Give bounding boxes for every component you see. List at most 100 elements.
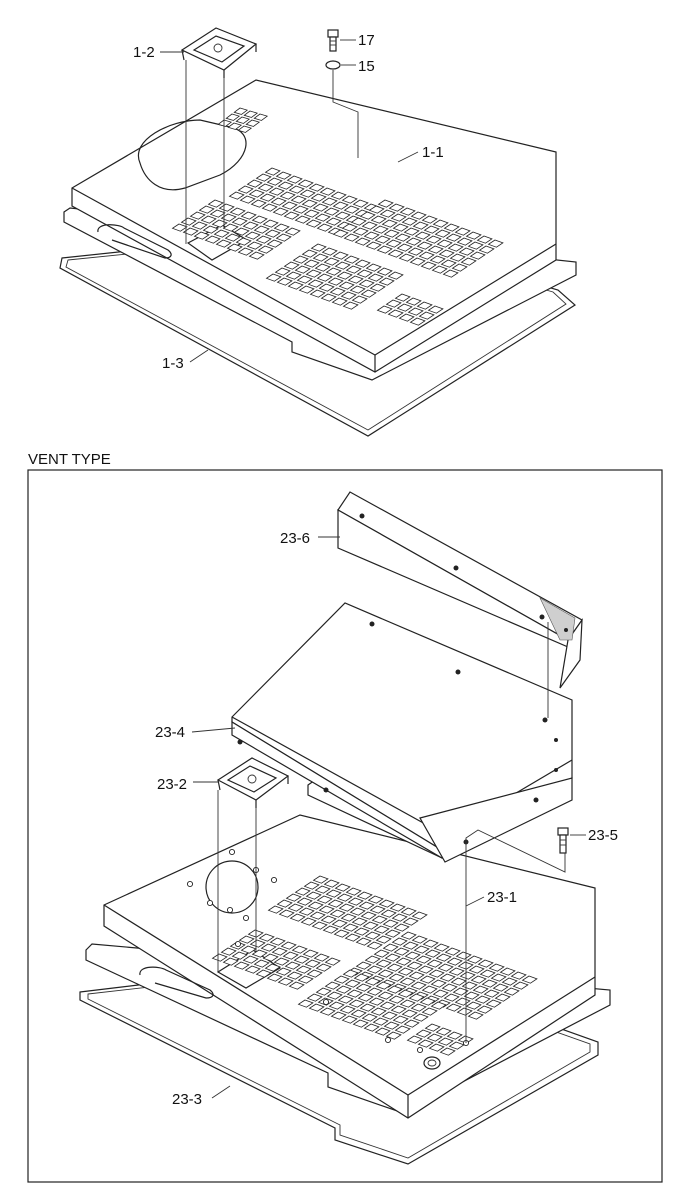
vent-hole (352, 199, 369, 208)
vent-hole (445, 1003, 462, 1012)
vent-hole (433, 943, 450, 952)
vent-hole (410, 211, 427, 220)
vent-hole (352, 1019, 369, 1028)
vent-hole (432, 219, 449, 228)
mount-hole (228, 848, 236, 856)
vent-hole (207, 199, 224, 208)
vent-hole (363, 1023, 380, 1032)
mount-hole (226, 906, 234, 914)
vent-hole (307, 901, 324, 910)
vent-hole (323, 879, 340, 888)
vent-hole (512, 981, 529, 990)
vent-hole (312, 875, 329, 884)
vent-hole (275, 967, 292, 976)
vent-hole (270, 197, 287, 206)
vent-hole (369, 905, 386, 914)
vent-hole (430, 979, 447, 988)
vent-hole (470, 975, 487, 984)
vent-hole (373, 925, 390, 934)
top-assembly (59, 27, 577, 437)
vent-hole (308, 183, 325, 192)
vent-hole (291, 945, 308, 954)
vent-hole (222, 957, 239, 966)
vent-hole (286, 971, 303, 980)
vent-hole (448, 967, 465, 976)
vent-hole (295, 965, 312, 974)
vent-hole (442, 269, 459, 278)
vent-hole (316, 223, 333, 232)
vent-hole (312, 253, 329, 262)
vent-hole (321, 197, 338, 206)
vent-hole (423, 225, 440, 234)
vent-hole (345, 265, 362, 274)
vent-hole (244, 965, 261, 974)
vent-hole (431, 265, 448, 274)
mount-hole (242, 914, 250, 922)
vent-hole (466, 955, 483, 964)
washer-15 (325, 60, 341, 70)
vent-hole (451, 263, 468, 272)
vent-hole (249, 939, 266, 948)
vent-hole (301, 249, 318, 258)
vent-hole (257, 245, 274, 254)
vent-hole (264, 167, 281, 176)
vent-hole (360, 289, 377, 298)
vent-hole (231, 217, 248, 226)
vent-hole (460, 257, 477, 266)
vent-hole (349, 285, 366, 294)
vent-hole (264, 963, 281, 972)
vent-hole (456, 1007, 473, 1016)
vent-hole (485, 999, 502, 1008)
label-1-1: 1-1 (422, 144, 444, 161)
vent-hole (476, 1005, 493, 1014)
vent-hole (284, 227, 301, 236)
vent-hole (235, 116, 251, 124)
vent-hole (444, 947, 461, 956)
vent-hole (354, 259, 371, 268)
vent-hole (488, 963, 505, 972)
vent-hole (366, 965, 383, 974)
vent-hole (193, 231, 210, 240)
vent-hole (389, 903, 406, 912)
vent-hole (481, 979, 498, 988)
vent-hole (337, 995, 354, 1004)
vent-hole (297, 179, 314, 188)
vent-hole (292, 255, 309, 264)
vent-hole (382, 919, 399, 928)
vent-hole (424, 949, 441, 958)
vent-hole (390, 213, 407, 222)
vent-hole (394, 233, 411, 242)
vent-hole (253, 959, 270, 968)
vent-hole (377, 969, 394, 978)
mount-hole (206, 899, 214, 907)
vent-hole (307, 279, 324, 288)
vent-hole (510, 971, 527, 980)
vent-hole (383, 229, 400, 238)
vent-hole (412, 221, 429, 230)
vent-hole (345, 887, 362, 896)
vent-hole (248, 189, 265, 198)
vent-hole (343, 233, 360, 242)
vent-hole (346, 989, 363, 998)
vent-hole (202, 225, 219, 234)
vent-hole (436, 239, 453, 248)
vent-hole (418, 311, 435, 320)
vent-hole (501, 977, 518, 986)
vent-hole (413, 945, 430, 954)
vent-hole (361, 221, 378, 230)
vent-hole (384, 953, 401, 962)
vent-hole (287, 281, 304, 290)
vent-hole (382, 943, 399, 952)
vent-hole (323, 257, 340, 266)
vent-hole (408, 971, 425, 980)
vent-hole (267, 905, 284, 914)
vent-hole (429, 255, 446, 264)
leader-bolt-vent (465, 829, 566, 1043)
vent-hole (293, 955, 310, 964)
vent-hole (318, 905, 335, 914)
label-23-6: 23-6 (280, 530, 310, 547)
vent-hole (356, 891, 373, 900)
vent-hole (276, 899, 293, 908)
vent-hole (191, 221, 208, 230)
vent-hole (483, 989, 500, 998)
